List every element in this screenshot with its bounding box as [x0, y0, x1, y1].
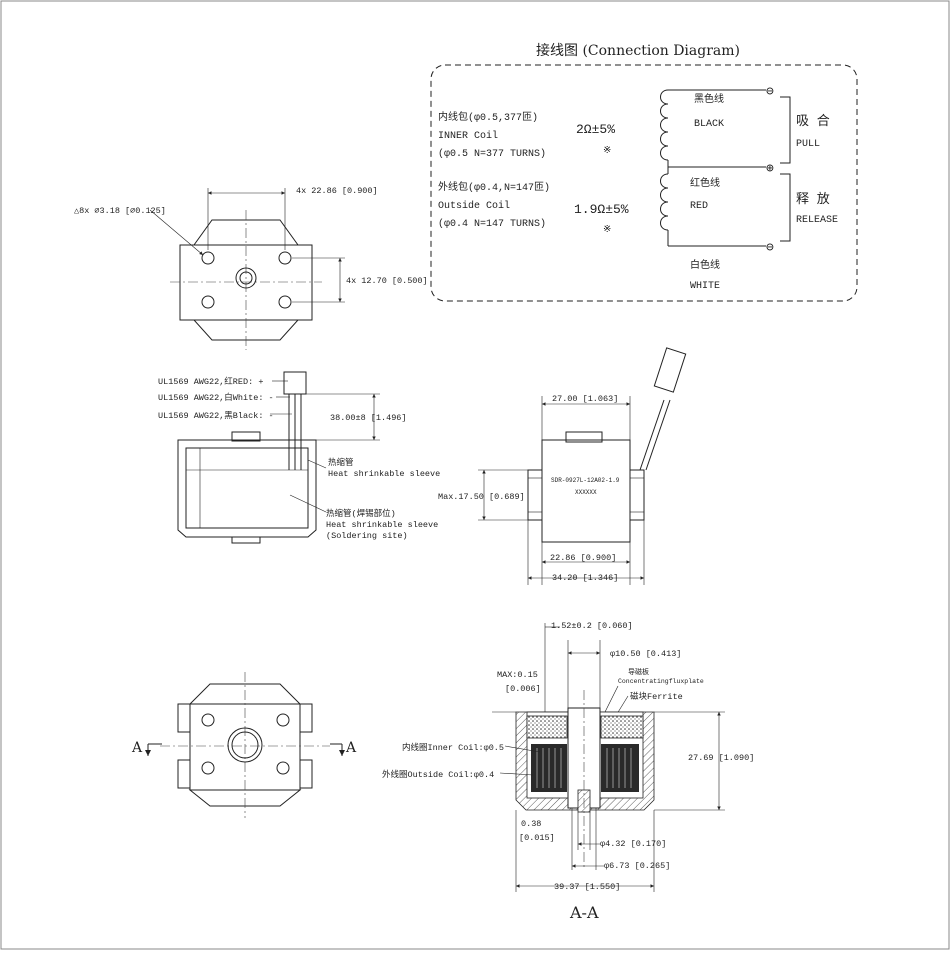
connection-title: 接线图 (Connection Diagram)	[536, 42, 740, 59]
front-connector	[653, 347, 687, 393]
section-dim-gap: 1.52±0.2 [0.060]	[551, 621, 633, 631]
ferrite-left	[526, 715, 568, 739]
connection-frame	[430, 64, 858, 302]
section-mark-right: A	[345, 740, 357, 756]
inner-coil-symbol	[660, 89, 669, 161]
section-dim-width: 39.37 [1.550]	[554, 882, 620, 892]
wire-black-label: UL1569 AWG22,黑Black: -	[158, 411, 274, 421]
flux-en: Concentratingfluxplate	[618, 678, 704, 685]
front-label: SDR-0927L-12A02-1.9	[551, 477, 620, 484]
dim-top-x: 4x 22.86 [0.900]	[296, 186, 378, 196]
hole-note: △8x ⌀3.18 [⌀0.125]	[74, 206, 166, 216]
inner-coil-cn: 内线包(φ0.5,377匝)	[438, 110, 538, 124]
mounting-hole	[201, 251, 215, 265]
outer-coil-note: ※	[603, 225, 611, 236]
black-wire-en: BLACK	[694, 119, 724, 130]
terminal-black: ⊖	[766, 84, 774, 99]
bottom-center-hole	[227, 727, 263, 763]
outer-coil-en: Outside Coil	[438, 200, 510, 212]
front-dim-top: 27.00 [1.063]	[552, 394, 618, 404]
outer-coil-label: 外线圈Outside Coil:φ0.4	[382, 769, 494, 780]
mounting-hole	[201, 295, 215, 309]
top-view-center-hole	[235, 267, 257, 289]
mounting-hole	[201, 761, 215, 775]
mounting-hole	[276, 761, 290, 775]
wire-red-label: UL1569 AWG22,红RED: +	[158, 376, 263, 387]
front-view: 27.00 [1.063] SDR-0927L-12A02-1.9 XXXXXX…	[438, 347, 687, 585]
section-mark-left: A	[131, 740, 143, 756]
section-dim-wall2: [0.015]	[519, 833, 555, 843]
ferrite-label: 磁块Ferrite	[630, 691, 683, 702]
front-label2: XXXXXX	[575, 489, 597, 496]
mounting-hole	[278, 251, 292, 265]
red-wire-cn: 红色线	[690, 176, 720, 190]
section-max-note: MAX:0.15	[497, 670, 538, 680]
inner-coil-spec: (φ0.5 N=377 TURNS)	[438, 148, 546, 160]
connection-diagram: 接线图 (Connection Diagram) 内线包(φ0.5,377匝) …	[430, 42, 858, 302]
release-en: RELEASE	[796, 215, 838, 226]
section-dim-shaft: φ10.50 [0.413]	[610, 649, 681, 659]
pull-cn: 吸 合	[796, 114, 830, 129]
ferrite-right	[600, 715, 644, 739]
white-wire-cn: 白色线	[690, 258, 720, 272]
red-wire-en: RED	[690, 201, 708, 212]
black-wire-cn: 黑色线	[694, 92, 724, 106]
sleeve-cn: 热缩管	[328, 457, 354, 468]
release-cn: 释 放	[796, 192, 830, 207]
mounting-hole	[278, 295, 292, 309]
top-view: 4x 22.86 [0.900] 4x 12.70 [0.500] △8x ⌀3…	[74, 186, 428, 350]
outer-coil-symbol	[660, 173, 669, 231]
sleeve2-cn: 热缩管(焊锡部位)	[326, 508, 396, 519]
lead-length: 38.00±8 [1.496]	[330, 413, 407, 423]
mounting-hole	[276, 713, 290, 727]
white-wire-en: WHITE	[690, 281, 720, 292]
wire-white-label: UL1569 AWG22,白White: -	[158, 392, 274, 403]
outer-coil-resistance: 1.9Ω±5%	[574, 202, 629, 217]
section-dim-bore: φ6.73 [0.265]	[604, 861, 670, 871]
section-view: 1.52±0.2 [0.060] φ10.50 [0.413] MAX:0.15…	[382, 621, 754, 922]
bottom-view: A A	[131, 672, 357, 818]
sleeve2-en: Heat shrinkable sleeve	[326, 520, 438, 530]
inner-coil-label: 内线圈Inner Coil:φ0.5	[402, 742, 504, 753]
sleeve2-note: (Soldering site)	[326, 531, 408, 541]
side-view-frame	[177, 439, 317, 538]
section-title: A-A	[569, 903, 599, 922]
flux-cn: 导磁板	[628, 667, 649, 677]
inner-coil-en: INNER Coil	[438, 130, 498, 142]
front-dim-total: 34.20 [1.346]	[552, 573, 618, 583]
connector	[283, 371, 307, 395]
outer-coil-cn: 外线包(φ0.4,N=147匝)	[438, 180, 550, 194]
sleeve-en: Heat shrinkable sleeve	[328, 469, 440, 479]
coil-right	[601, 744, 639, 792]
mounting-hole	[201, 713, 215, 727]
front-dim-height: Max.17.50 [0.689]	[438, 492, 525, 502]
terminal-red: ⊕	[766, 161, 774, 176]
section-dim-hole: φ4.32 [0.170]	[600, 839, 666, 849]
side-view: UL1569 AWG22,红RED: + UL1569 AWG22,白White…	[158, 371, 440, 544]
outer-coil-spec: (φ0.4 N=147 TURNS)	[438, 218, 546, 230]
section-max-note2: [0.006]	[505, 684, 541, 694]
front-dim-inner: 22.86 [0.900]	[550, 553, 616, 563]
dim-top-y: 4x 12.70 [0.500]	[346, 276, 428, 286]
pull-en: PULL	[796, 139, 820, 150]
inner-coil-resistance: 2Ω±5%	[576, 122, 615, 137]
terminal-white: ⊖	[766, 240, 774, 255]
section-dim-wall: 0.38	[521, 819, 541, 829]
section-dim-height: 27.69 [1.090]	[688, 753, 754, 763]
inner-coil-note: ※	[603, 146, 611, 157]
